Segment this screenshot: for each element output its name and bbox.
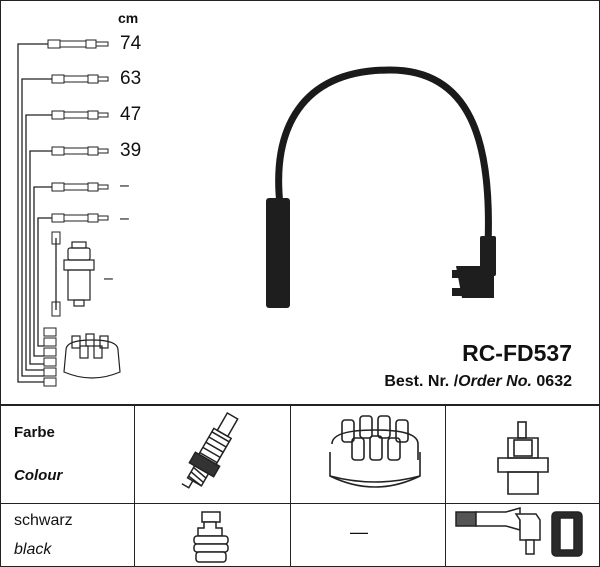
cable-connector-6 bbox=[51, 213, 109, 223]
unit-label: cm bbox=[118, 10, 139, 26]
distributor-cap-value: — bbox=[350, 522, 368, 542]
product-code: RC-FD537 bbox=[462, 340, 572, 366]
table-top-border bbox=[0, 404, 600, 406]
order-label-en: Order No. bbox=[458, 373, 532, 390]
order-label-de: Best. Nr. bbox=[384, 373, 450, 390]
color-en-value: black bbox=[14, 541, 52, 558]
ignition-coil-icon bbox=[497, 421, 549, 495]
table-col-divider-1 bbox=[134, 405, 135, 567]
cable-connector-39 bbox=[51, 146, 109, 156]
length-label-3: 47 bbox=[120, 104, 142, 125]
table-row-divider bbox=[0, 503, 600, 504]
cable-connector-47 bbox=[51, 110, 109, 120]
length-label-6: – bbox=[120, 210, 129, 227]
distributor-cap-small bbox=[63, 333, 121, 379]
order-line: Best. Nr. /Order No. 0632 bbox=[384, 373, 572, 391]
colour-label: Colour bbox=[14, 467, 63, 484]
table-col-divider-2 bbox=[290, 405, 291, 567]
ignition-cable-main bbox=[266, 66, 496, 308]
length-label-4: 39 bbox=[120, 140, 142, 161]
spark-plug-icon bbox=[181, 412, 239, 489]
length-label-5: – bbox=[120, 177, 129, 194]
order-separator: / bbox=[453, 373, 459, 390]
ignition-coil-small bbox=[63, 241, 95, 307]
table-col-divider-3 bbox=[445, 405, 446, 567]
plug-boot-icon bbox=[193, 511, 229, 563]
order-number: 0632 bbox=[536, 373, 572, 390]
cable-connector-74 bbox=[47, 39, 109, 49]
coil-boot-icon bbox=[455, 507, 583, 557]
farbe-label: Farbe bbox=[14, 424, 55, 441]
cable-connector-63 bbox=[51, 74, 109, 84]
length-label-2: 63 bbox=[120, 68, 142, 89]
distributor-cap-icon bbox=[329, 415, 421, 488]
length-label-1: 74 bbox=[120, 33, 142, 54]
cable-set-diagram bbox=[17, 39, 121, 387]
length-label-7: – bbox=[104, 270, 113, 287]
cable-connector-5 bbox=[51, 182, 109, 192]
color-de-value: schwarz bbox=[14, 512, 73, 529]
